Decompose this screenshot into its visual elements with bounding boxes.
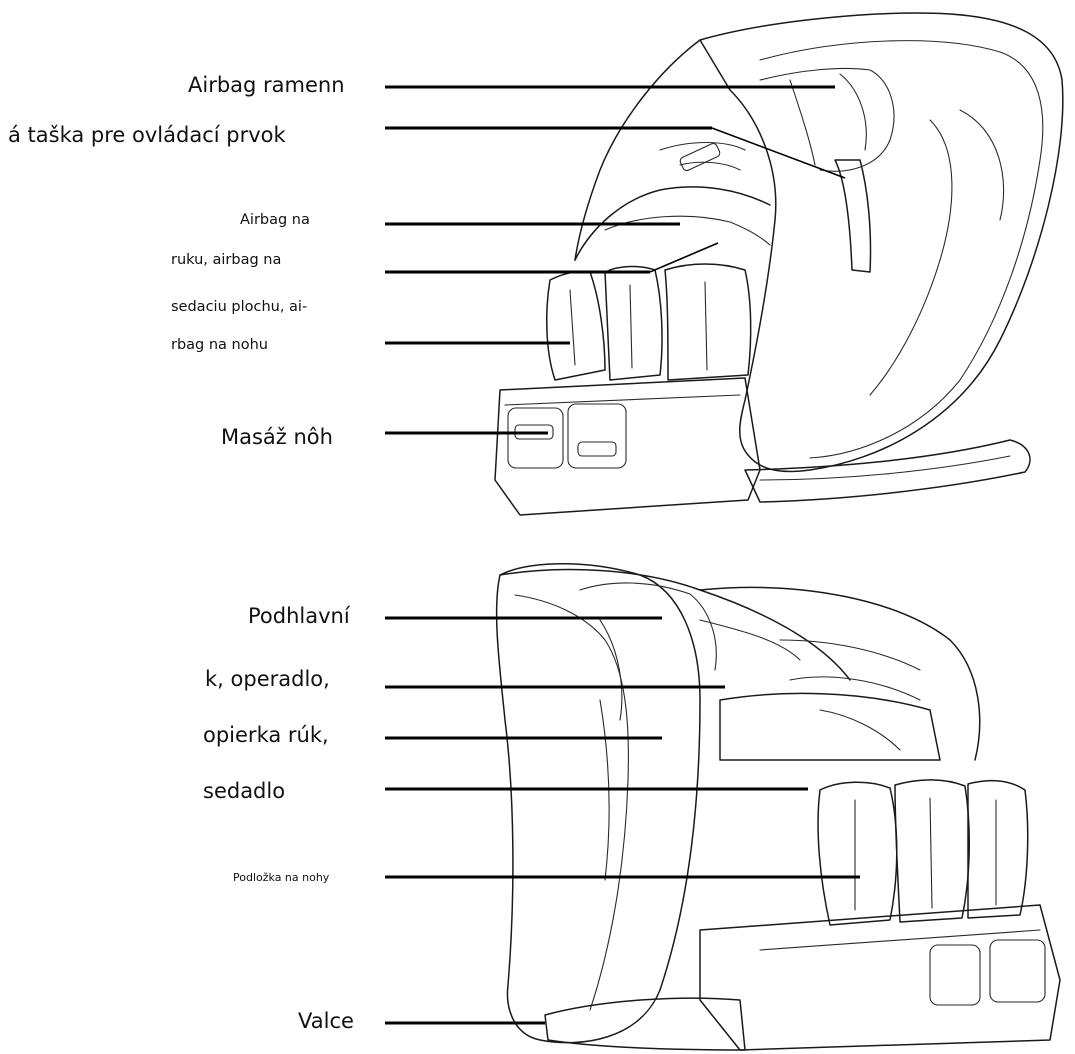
label-leg-pad: Podložka na nohy [233,871,329,884]
chair-bottom-drawing [497,564,1060,1050]
label-cushion-3: opierka rúk, [203,723,329,747]
label-foot-massage: Masáž nôh [221,425,333,449]
label-cushion-1: Podhlavní [248,604,350,628]
label-arm-airbag-3: sedaciu plochu, ai- [171,299,307,315]
label-cushion-2: k, operadlo, [205,667,330,691]
label-shoulder-airbag-1: Airbag ramenn [188,73,345,97]
label-shoulder-airbag-2: á taška pre ovládací prvok [8,123,286,147]
label-arm-airbag-2: ruku, airbag na [171,252,281,268]
label-arm-airbag-4: rbag na nohu [171,337,268,353]
leader-lines-bottom [385,618,860,1023]
label-rollers: Valce [298,1009,354,1033]
label-cushion-4: sedadlo [203,779,285,803]
label-arm-airbag-1: Airbag na [240,212,310,228]
